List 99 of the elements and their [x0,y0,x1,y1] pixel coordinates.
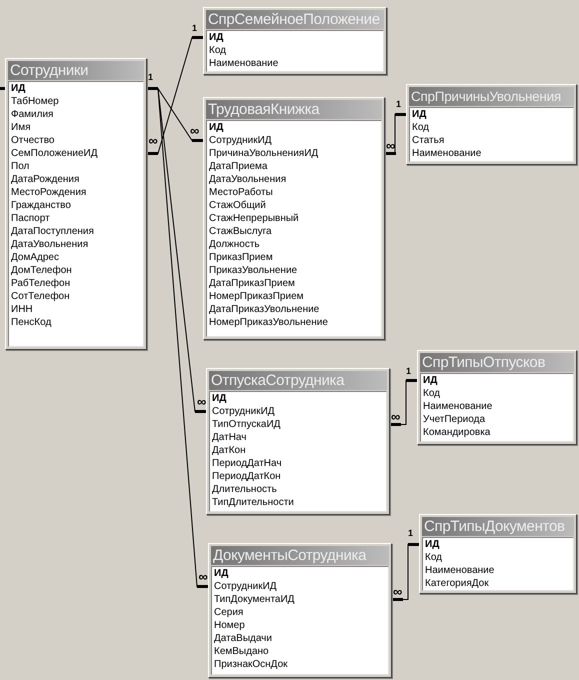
table-title: СпрТипыДокументов [422,517,574,536]
table-title: ТрудоваяКнижка [206,100,382,119]
field-name: Код [412,121,430,134]
field-name: Наименование [425,564,494,577]
field-name: ДатаПоступления [11,225,94,238]
table-title: СпрСемейноеПоложение [206,10,384,29]
cardinality-label: 1 [148,73,154,82]
field-name: Пол [11,160,30,173]
field-name: МестоРождения [11,186,86,199]
field-name: Командировка [423,426,490,439]
field-name: ДомАдрес [11,251,59,264]
cardinality-label: ∞ [391,410,400,423]
table-box [208,543,392,678]
field-name: ТипДокументаИД [214,593,294,606]
field-name: РабТелефон [11,277,70,290]
cardinality-label: ∞ [190,124,200,137]
field-name: Код [425,551,442,564]
cardinality-label: 1 [192,24,198,33]
field-name: ДатаРождения [11,173,80,186]
field-name: Паспорт [11,212,50,225]
field-name: Должность [209,238,260,251]
table-title: ДокументыСотрудника [211,546,389,565]
field-name: Наименование [412,147,482,160]
field-name: Гражданство [11,199,71,212]
relationship-line [384,113,406,155]
field-name: ИД [412,108,426,121]
field-name: Длительность [212,483,277,496]
field-name: Серия [214,606,244,619]
field-name: Код [423,387,440,400]
field-name: Наименование [423,400,492,413]
field-name: СотрудникИД [209,134,272,147]
field-name: ПериодДатКон [212,470,281,483]
field-name: Код [209,44,226,57]
field-name: ИД [209,31,224,44]
field-name: ИД [423,374,438,387]
field-name: Имя [11,121,30,134]
field-name: ИД [11,82,26,95]
field-name: ДомТелефон [11,264,72,277]
field-name: ПриказУвольнение [209,264,298,277]
field-name: КемВыдано [214,645,269,658]
field-name: СтажВыслуга [209,225,272,238]
cardinality-label: ∞ [197,395,206,408]
field-name: СтажНепрерывный [209,212,299,225]
field-name: ИД [214,567,228,580]
table-title: СпрТипыОтпусков [420,353,574,372]
field-name: ПризнакОснДок [214,658,288,671]
table-box [203,7,387,75]
field-name: ТипДлительности [212,496,294,509]
field-name: ИД [212,392,226,405]
field-name: ДатаУвольнения [11,238,88,251]
field-name: КатегорияДок [425,577,489,590]
relationship-line [146,36,204,155]
field-name: СотрудникИД [212,405,275,418]
table-title: СпрПричиныУвольнения [409,87,574,106]
table-box [206,368,390,515]
field-name: ТипОтпускаИД [212,418,280,431]
field-name: ИД [425,538,440,551]
table-box [419,514,577,594]
field-name: Фамилия [11,108,54,121]
field-name: Номер [214,619,245,632]
cardinality-label: ∞ [393,585,402,598]
field-name: НомерПриказУвольнение [209,316,328,329]
table-title: Сотрудники [8,61,144,80]
field-name: ПенсКод [11,316,52,329]
table-title: ОтпускаСотрудника [209,371,387,390]
cardinality-label: ∞ [148,134,158,147]
field-name: Отчество [11,134,54,147]
field-name: СемПоложениеИД [11,147,98,160]
field-name: ПриказПрием [209,251,273,264]
field-name: ИНН [11,303,33,316]
relationship-line [390,379,418,426]
table-box [406,84,577,165]
field-name: ДатНач [212,431,246,444]
field-name: МестоРаботы [209,186,273,199]
field-name: ДатаУвольнения [209,173,286,186]
cardinality-label: ∞ [198,570,208,583]
field-name: СтажОбщий [209,199,266,212]
cardinality-label: ∞ [386,139,396,152]
field-name: ИД [209,121,224,134]
field-name: НомерПриказПрием [209,290,304,303]
relationship-line [392,543,420,601]
table-box [417,350,577,445]
field-name: ПричинаУвольненияИД [209,147,318,160]
field-name: ДатаПриказПрием [209,277,295,290]
field-name: Наименование [209,57,278,70]
field-name: ТабНомер [11,95,59,108]
field-name: Статья [412,134,444,147]
field-name: ДатКон [212,444,246,457]
cardinality-label: 1 [396,100,402,109]
field-name: ПериодДатНач [212,457,282,470]
cardinality-label: 1 [408,529,414,538]
field-name: ДатаПриема [209,160,268,173]
cardinality-label: 1 [406,367,412,376]
field-name: ДатаПриказУвольнение [209,303,320,316]
field-name: УчетПериода [423,413,486,426]
relationship-line [0,87,6,90]
field-name: СотТелефон [11,290,70,303]
field-name: ДатаВыдачи [214,632,272,645]
field-name: СотрудникИД [214,580,277,593]
